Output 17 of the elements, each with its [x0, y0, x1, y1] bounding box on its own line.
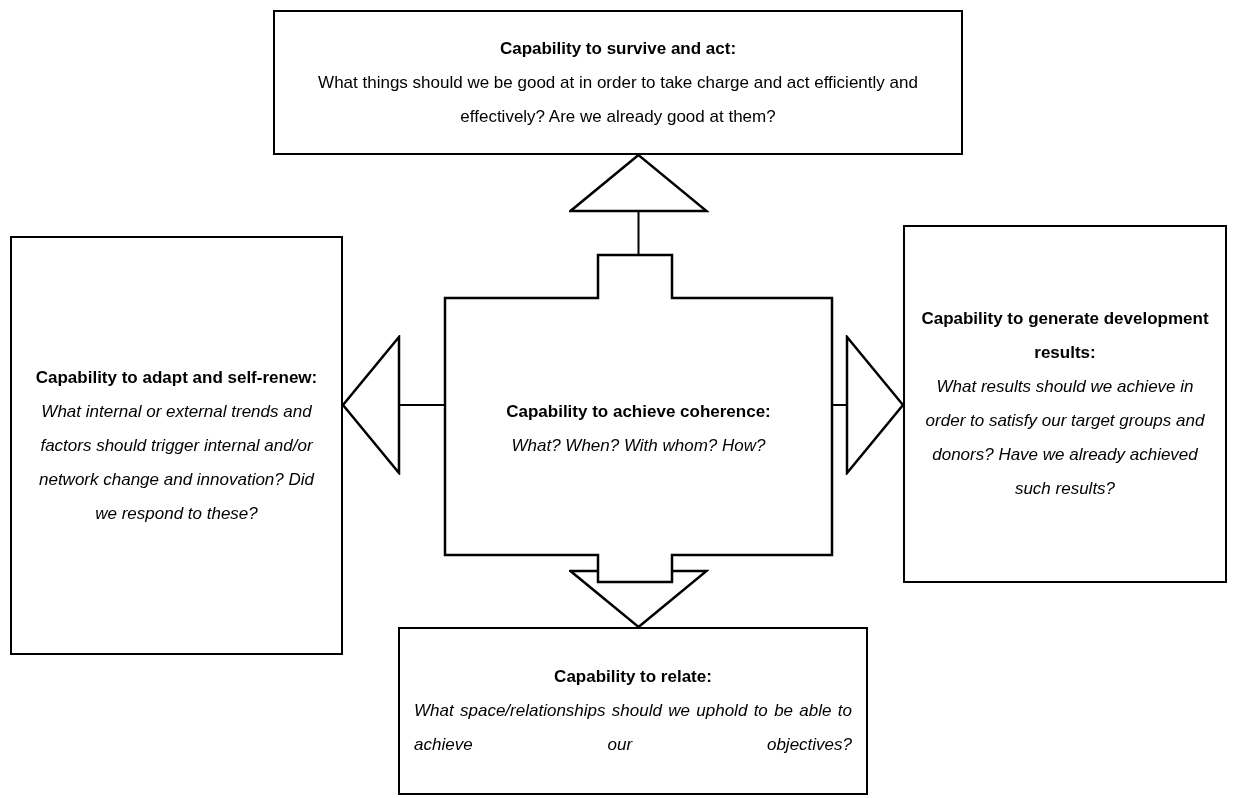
box-heading: Capability to adapt and self-renew:: [34, 366, 319, 389]
text-box: [398, 627, 868, 795]
box-heading: Capability to survive and act:: [498, 37, 738, 60]
cross-arrow-shape: [445, 255, 832, 582]
box-text: What things should we be good at in order to take charge and act efficiently and effectively? Are we already good at them?: [317, 71, 919, 128]
text-box: [10, 236, 343, 655]
block-arrow: [569, 569, 708, 629]
block-arrow: [569, 153, 708, 256]
box-heading: Capability to relate:: [553, 666, 713, 688]
box-heading: Capability to achieve coherence:: [505, 400, 772, 423]
box-text: What space/relationships should we uphold to be able to achieve our objectives?: [414, 700, 852, 756]
box-text: What? When? With whom? How?: [510, 434, 767, 457]
box-text: What results should we achieve in order to satisfy our target groups and donors? Have we already achieved such results?: [924, 376, 1206, 500]
text-box: [903, 225, 1227, 583]
box-text: What internal or external trends and factors should trigger internal and/or network change and innovation? Did we respond to these?: [38, 400, 316, 525]
text-box: [273, 10, 963, 155]
box-heading: Capability to generate development results:: [920, 308, 1210, 364]
